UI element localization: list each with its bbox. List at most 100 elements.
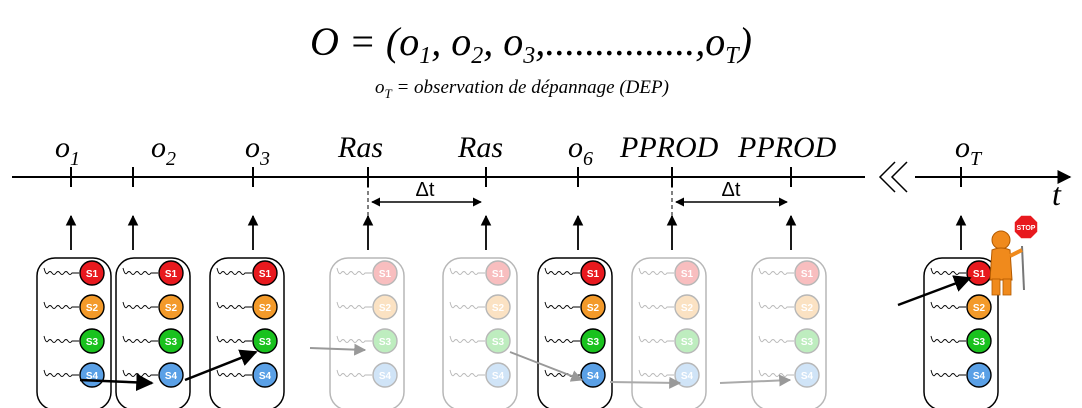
- svg-text:oT = observation de dépannage: oT = observation de dépannage (DEP): [375, 77, 669, 101]
- stop-sign-icon: [1013, 214, 1039, 240]
- emission-squiggle: [930, 369, 966, 377]
- state-node: [674, 294, 700, 320]
- state-node: [794, 294, 820, 320]
- state-node: [79, 294, 105, 320]
- station-label: o2: [151, 131, 176, 170]
- state-box-frame: [631, 257, 707, 408]
- emission-squiggle: [930, 335, 966, 343]
- emission-squiggle: [638, 335, 674, 343]
- delta-t-ras: Δt: [367, 177, 482, 222]
- state-label: S2: [587, 303, 600, 314]
- observation-definition: oT = observation de dépannage (DEP): [375, 77, 669, 101]
- state-label: S1: [492, 269, 505, 280]
- station-label: oT: [955, 131, 983, 170]
- emission-squiggle: [216, 267, 252, 275]
- emission-squiggle: [43, 267, 79, 275]
- station-6: o6: [568, 131, 593, 250]
- state-node: [252, 328, 278, 354]
- station-label: o1: [55, 131, 80, 170]
- state-label: S1: [801, 269, 814, 280]
- state-transitions: [79, 275, 972, 392]
- time-axis: t: [12, 161, 1072, 212]
- state-label: S3: [379, 337, 392, 348]
- emission-squiggle: [122, 267, 158, 275]
- state-node: [794, 328, 820, 354]
- emission-squiggle: [758, 301, 794, 309]
- station-7: PPROD: [619, 131, 719, 250]
- state-label: S2: [492, 303, 505, 314]
- emission-squiggle: [336, 301, 372, 309]
- emission-squiggle: [758, 335, 794, 343]
- emission-squiggle: [638, 301, 674, 309]
- axis-break: [878, 161, 908, 193]
- state-node: [794, 260, 820, 286]
- state-label: S4: [681, 371, 694, 382]
- emission-squiggle: [43, 335, 79, 343]
- state-node: [252, 362, 278, 388]
- state-label: S1: [165, 269, 178, 280]
- emission-squiggle: [930, 301, 966, 309]
- station-1: o1: [55, 131, 80, 250]
- stop-figure-icon: STOP: [989, 214, 1039, 296]
- stop-sign-text: STOP: [1017, 225, 1036, 232]
- state-node: [158, 328, 184, 354]
- state-node: [252, 260, 278, 286]
- state-node: [580, 328, 606, 354]
- emission-squiggle: [216, 335, 252, 343]
- emission-squiggle: [43, 369, 79, 377]
- emission-squiggle: [216, 301, 252, 309]
- state-node: [674, 328, 700, 354]
- state-node: [372, 260, 398, 286]
- state-node: [485, 294, 511, 320]
- emission-squiggle: [122, 301, 158, 309]
- state-label: S1: [973, 269, 986, 280]
- state-node: [252, 294, 278, 320]
- state-node: [79, 328, 105, 354]
- state-node: [580, 294, 606, 320]
- emission-squiggle: [336, 369, 372, 377]
- state-label: S2: [379, 303, 392, 314]
- state-label: S4: [259, 371, 272, 382]
- emission-squiggle: [638, 369, 674, 377]
- state-box-frame: [751, 257, 827, 408]
- state-node: [485, 328, 511, 354]
- state-label: S2: [681, 303, 694, 314]
- state-label: S2: [973, 303, 986, 314]
- state-label: S2: [259, 303, 272, 314]
- emission-squiggle: [336, 267, 372, 275]
- emission-squiggle: [930, 267, 966, 275]
- state-label: S4: [86, 371, 99, 382]
- state-label: S3: [801, 337, 814, 348]
- state-node: [372, 294, 398, 320]
- emission-squiggle: [638, 267, 674, 275]
- state-label: S3: [587, 337, 600, 348]
- station-label: PPROD: [737, 131, 837, 164]
- state-node: [966, 362, 992, 388]
- state-node: [580, 260, 606, 286]
- state-label: S4: [165, 371, 178, 382]
- time-axis-label: t: [1052, 176, 1062, 212]
- station-label: o6: [568, 131, 593, 170]
- svg-text:O = (o1, o2, o3,..............: O = (o1, o2, o3,...............,oT): [310, 19, 752, 69]
- state-label: S3: [973, 337, 986, 348]
- state-node: [158, 294, 184, 320]
- state-node: [674, 260, 700, 286]
- emission-squiggle: [544, 301, 580, 309]
- emission-squiggle: [336, 335, 372, 343]
- observation-formula: O = (o1, o2, o3,...............,oT): [310, 19, 752, 69]
- delta-t-label: Δt: [416, 179, 435, 201]
- station-3: o3: [245, 131, 270, 250]
- state-label: S3: [86, 337, 99, 348]
- state-label: S1: [379, 269, 392, 280]
- state-node: [79, 260, 105, 286]
- station-8: PPROD: [737, 131, 837, 250]
